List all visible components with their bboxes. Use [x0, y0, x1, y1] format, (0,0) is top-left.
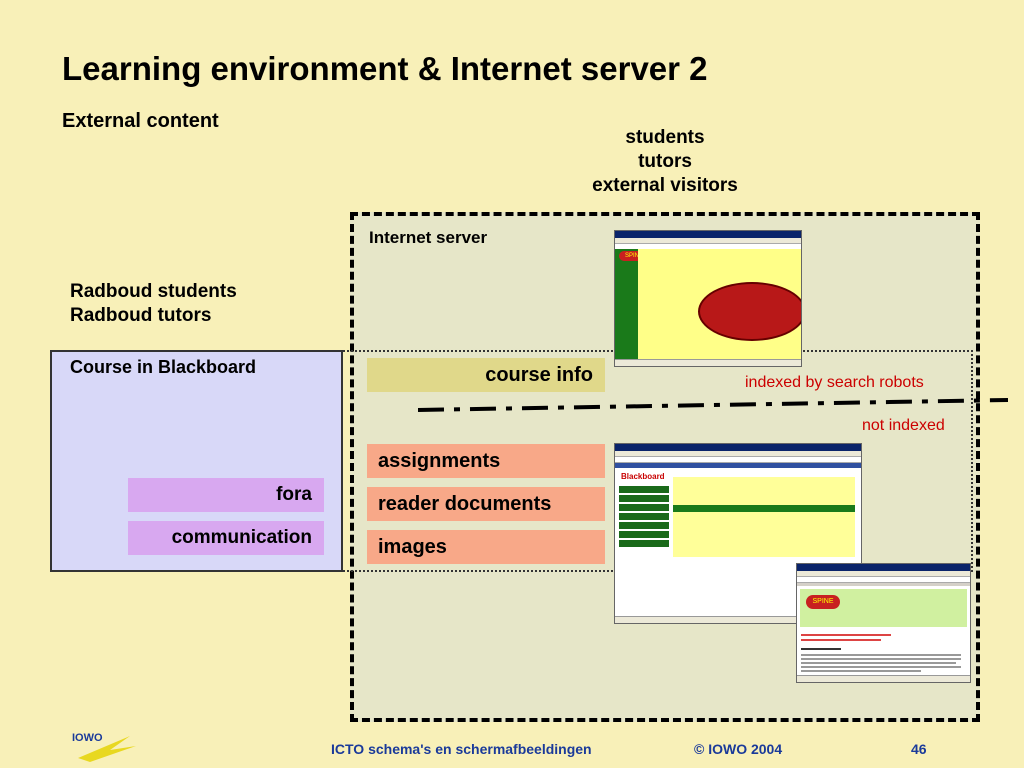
slide-title: Learning environment & Internet server 2 [62, 50, 708, 87]
audience-students: students [625, 127, 705, 148]
window-statusbar [797, 675, 970, 682]
reader-document-screenshot: SPINE [796, 563, 971, 683]
audience-radboud-tutors: Radboud tutors [70, 305, 212, 326]
audience-radboud-students: Radboud students [70, 281, 237, 302]
site-main [638, 249, 801, 360]
course-menu-item [619, 486, 669, 493]
document-header-card: SPINE [800, 589, 967, 627]
assignments-item: assignments [367, 444, 605, 478]
spine-logo: SPINE [619, 251, 649, 261]
radboud-audience: Radboud students Radboud tutors [70, 280, 237, 328]
course-menu-item [619, 495, 669, 502]
text-line [801, 639, 881, 641]
window-titlebar [797, 564, 970, 571]
assignments-table [673, 477, 855, 557]
communication-item: communication [128, 521, 324, 555]
iowo-logo: IOWO [72, 732, 136, 762]
blackboard-course-screenshot: Blackboard [614, 443, 862, 624]
course-info-item: course info [367, 358, 605, 392]
blackboard-course-label: Course in Blackboard [70, 357, 257, 377]
site-sidebar: SPINE [615, 249, 649, 360]
world-map-image [698, 282, 801, 341]
indexed-by-robots-label: indexed by search robots [745, 374, 924, 391]
text-line [801, 654, 961, 656]
footer-copyright: © IOWO 2004 [694, 741, 783, 757]
window-statusbar [615, 616, 861, 623]
course-menu-item [619, 522, 669, 529]
window-addressbar [615, 457, 861, 463]
slide-subtitle: External content [62, 110, 219, 132]
text-line [801, 648, 841, 650]
footer-caption: ICTO schema's en schermafbeeldingen [331, 741, 592, 757]
text-line [801, 670, 921, 672]
text-line [801, 634, 891, 636]
document-page: SPINE [797, 586, 970, 676]
window-menubar [615, 451, 861, 457]
text-line [801, 666, 961, 668]
spine-website-screenshot: SPINE [614, 230, 802, 367]
indexing-separator-line [418, 398, 1008, 412]
window-toolbar [797, 577, 970, 583]
external-audience: students tutors external visitors [560, 126, 770, 198]
course-menu-item [619, 540, 669, 547]
blackboard-logo: Blackboard [621, 472, 665, 481]
window-titlebar [615, 444, 861, 451]
internet-server-label: Internet server [369, 228, 488, 247]
course-page: Blackboard [615, 468, 861, 617]
text-line [801, 658, 961, 660]
course-menu-item [619, 531, 669, 538]
course-menu-item [619, 504, 669, 511]
audience-tutors: tutors [638, 151, 692, 172]
window-titlebar [615, 231, 801, 238]
reader-documents-item: reader documents [367, 487, 605, 521]
assignments-table-header [673, 505, 855, 512]
window-menubar [615, 238, 801, 244]
text-line [801, 662, 956, 664]
window-menubar [797, 571, 970, 577]
blackboard-tabs [615, 463, 861, 471]
not-indexed-label: not indexed [862, 417, 945, 434]
spine-logo: SPINE [806, 595, 840, 609]
course-menu [619, 486, 669, 549]
audience-external-visitors: external visitors [592, 175, 738, 196]
images-item: images [367, 530, 605, 564]
fora-item: fora [128, 478, 324, 512]
window-statusbar [615, 359, 801, 366]
page-number: 46 [911, 741, 927, 757]
course-menu-item [619, 513, 669, 520]
iowo-logo-text: IOWO [72, 732, 103, 744]
